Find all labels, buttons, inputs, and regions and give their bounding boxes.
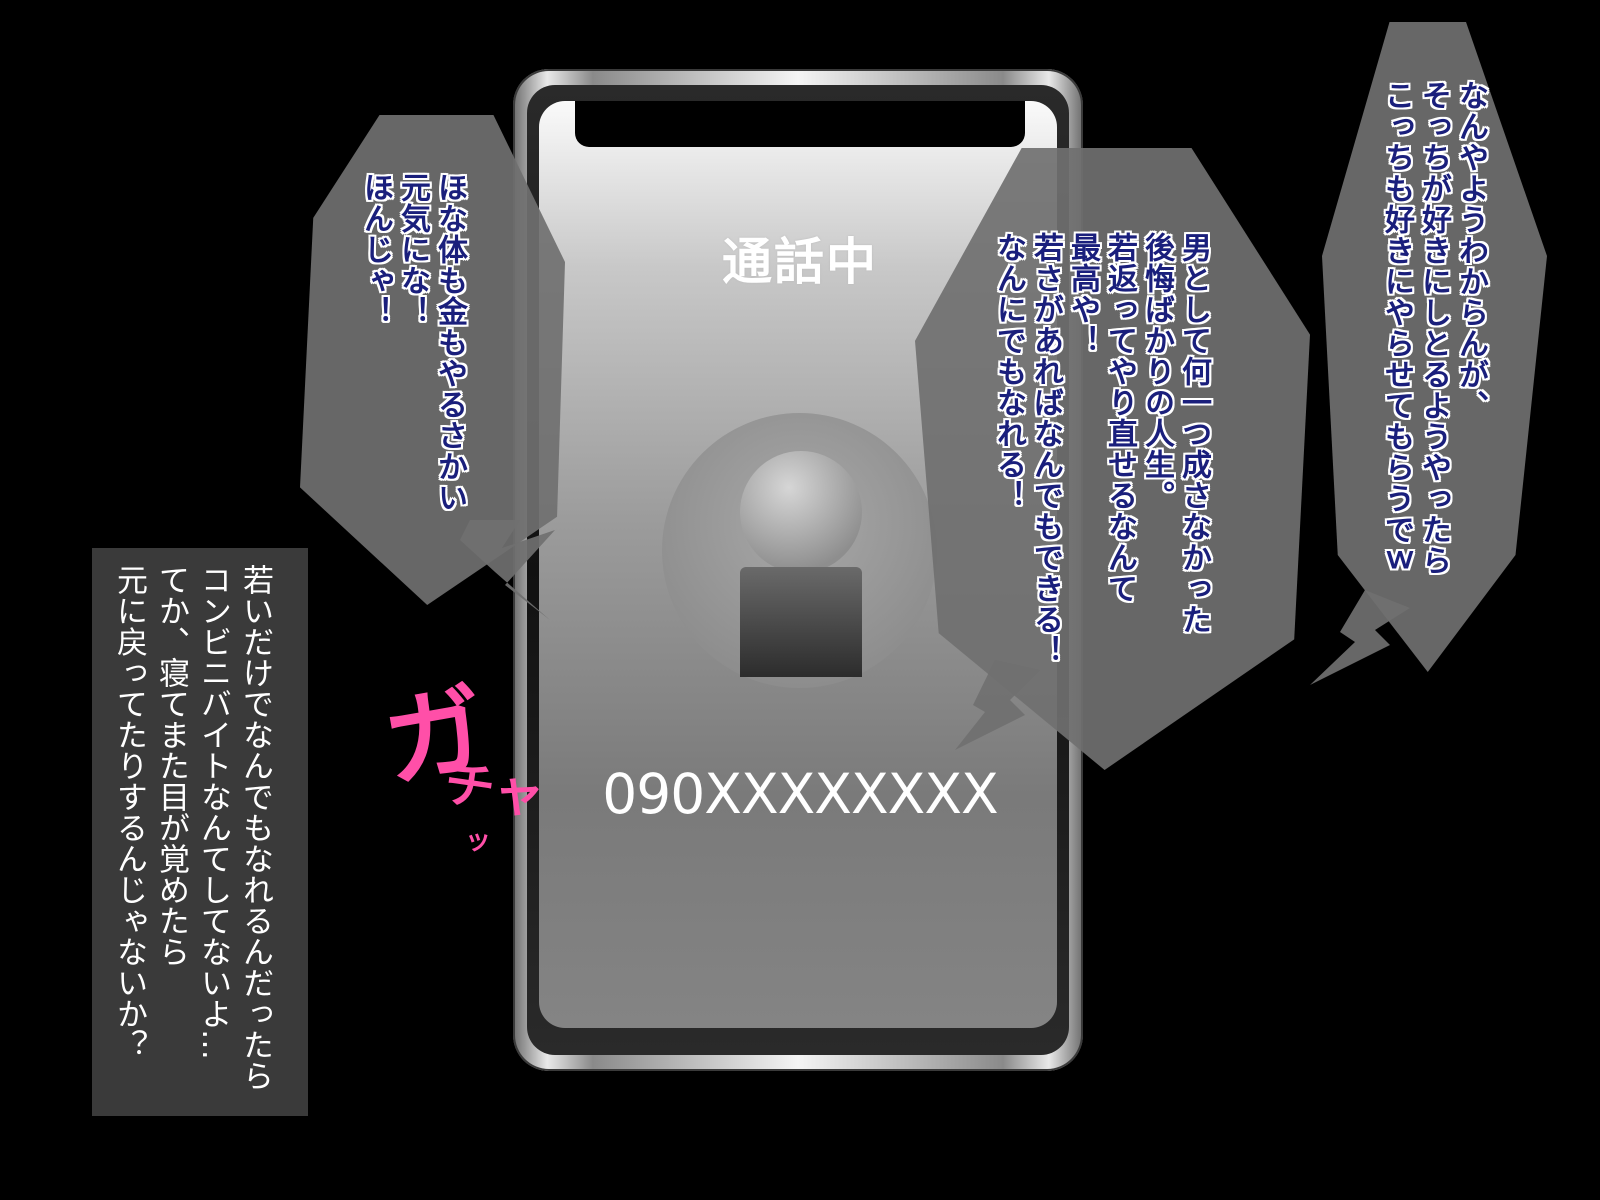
narration-line: 若いだけでなんでもなれるんだったら (237, 564, 273, 1091)
bubble-line: こっちも好きにやらせてもらうでｗ (1379, 80, 1414, 576)
bubble-line: 最高や！ (1065, 232, 1100, 356)
phone-number: 090XXXXXXXX (602, 762, 998, 826)
bubble-line: 若返ってやり直せるなんて (1102, 232, 1137, 604)
person-icon-body (740, 567, 862, 677)
bubble-line: ほんじゃ！ (358, 172, 393, 327)
speech-bubble-left (300, 115, 565, 605)
speech-bubble-middle-text: 男として何一つ成さなかった 後悔ばかりの人生。 若返ってやり直せるなんて 最高や… (990, 232, 1212, 666)
speech-bubble-middle (915, 148, 1310, 770)
bubble-line: 男として何一つ成さなかった (1176, 232, 1211, 635)
sfx-tiny: ッ (465, 826, 492, 856)
speech-bubble-left-tail (460, 520, 555, 620)
narration-line: 元に戻ってたりするんじゃないか？ (111, 564, 147, 1060)
narration-line: てか、寝てまた目が覚めたら (153, 564, 189, 967)
person-icon-head (740, 451, 862, 573)
bubble-line: ほな体も金もやるさかい (432, 172, 467, 513)
speech-bubble-right-tail (1310, 590, 1410, 685)
speech-bubble-middle-tail (955, 660, 1040, 750)
speech-bubble-left-text: ほな体も金もやるさかい 元気にな！ ほんじゃ！ (357, 172, 468, 513)
sfx-small: チャ (440, 753, 548, 826)
narration-line: コンビニバイトなんてしてないよ… (195, 564, 231, 1060)
phone-notch (575, 101, 1025, 147)
speech-bubble-right-text: なんやようわからんが、 そっちが好きにしとるようやったら こっちも好きにやらせて… (1378, 80, 1489, 576)
call-status-label: 通話中 (722, 233, 878, 291)
bubble-line: 後悔ばかりの人生。 (1139, 232, 1174, 511)
bubble-line: そっちが好きにしとるようやったら (1416, 80, 1451, 576)
bubble-line: 元気にな！ (395, 172, 430, 327)
bubble-line: なんやようわからんが、 (1453, 80, 1488, 421)
narration-text: 若いだけでなんでもなれるんだったら コンビニバイトなんてしてないよ… てか、寝て… (108, 564, 276, 1091)
narration-box: 若いだけでなんでもなれるんだったら コンビニバイトなんてしてないよ… てか、寝て… (92, 548, 308, 1116)
bubble-line: なんにでもなれる！ (991, 232, 1026, 511)
bubble-line: 若さがあればなんでもできる！ (1028, 232, 1063, 666)
